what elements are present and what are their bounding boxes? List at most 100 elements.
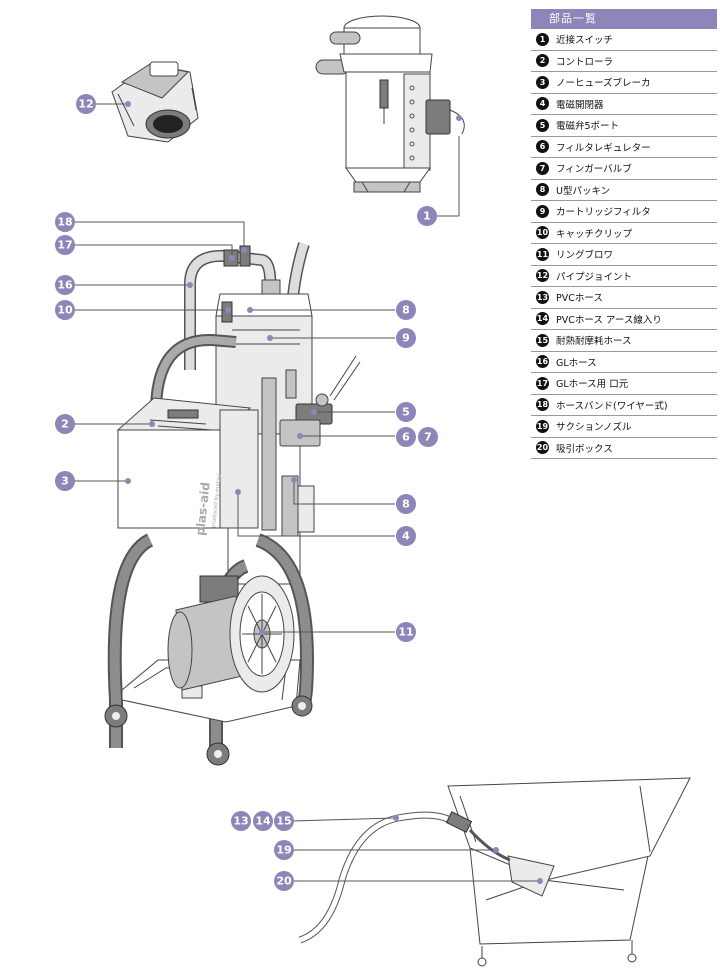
svg-text:20: 20 — [276, 875, 292, 888]
callout-6: 6 — [396, 427, 416, 447]
svg-text:7: 7 — [424, 431, 432, 444]
svg-text:14: 14 — [255, 815, 271, 828]
callout-5: 5 — [396, 402, 416, 422]
legend-item-number: 9 — [536, 204, 549, 218]
legend-item: 3 ノーヒューズブレーカ — [531, 72, 717, 94]
legend-item-number: 14 — [536, 312, 549, 326]
legend-item-number: 3 — [536, 75, 549, 89]
vacuum-loader-illustration: plas-aid produced by matsui — [104, 242, 361, 766]
legend-item-label: PVCホース — [556, 293, 603, 305]
legend-item-number: 18 — [536, 398, 549, 412]
callout-8-top: 8 — [396, 300, 416, 320]
svg-text:1: 1 — [423, 210, 431, 223]
callout-4: 4 — [396, 526, 416, 546]
pipe-joint-illustration — [111, 61, 199, 143]
callout-19: 19 — [274, 840, 294, 860]
callout-1: 1 — [417, 206, 437, 226]
legend-item: 18 ホースバンド(ワイヤー式) — [531, 395, 717, 416]
svg-text:8: 8 — [402, 304, 410, 317]
legend-item-label: PVCホース アース線入り — [556, 314, 662, 326]
legend-item-number: 7 — [536, 161, 549, 175]
callout-18: 18 — [55, 212, 75, 232]
legend-item-label: 近接スイッチ — [556, 35, 614, 47]
legend-item-label: 耐熱耐摩耗ホース — [556, 336, 632, 348]
callout-12: 12 — [76, 94, 96, 114]
callout-17: 17 — [55, 235, 75, 255]
legend-item-label: フィルタレギュレター — [556, 142, 651, 154]
callout-2: 2 — [55, 414, 75, 434]
legend-item-number: 8 — [536, 183, 549, 197]
legend-item: 19 サクションノズル — [531, 416, 717, 438]
leader-lines — [74, 101, 543, 884]
legend-item-label: コントローラ — [556, 56, 614, 68]
legend-item-label: リングブロワ — [556, 250, 614, 262]
legend-item-number: 17 — [536, 376, 549, 390]
callout-7: 7 — [418, 427, 438, 447]
svg-text:18: 18 — [57, 216, 72, 229]
callout-14: 14 — [253, 811, 273, 831]
svg-text:15: 15 — [276, 815, 291, 828]
legend-item: 20 吸引ボックス — [531, 438, 717, 459]
svg-text:17: 17 — [57, 239, 72, 252]
legend-item-label: 電磁開閉器 — [556, 99, 604, 111]
svg-text:3: 3 — [61, 475, 69, 488]
legend-item: 2 コントローラ — [531, 51, 717, 72]
legend-item-number: 5 — [536, 118, 549, 132]
legend-item-label: カートリッジフィルタ — [556, 207, 651, 219]
svg-text:8: 8 — [402, 498, 410, 511]
legend-item-label: サクションノズル — [556, 422, 632, 434]
legend-item-number: 11 — [536, 247, 549, 261]
legend-item-number: 15 — [536, 333, 549, 347]
legend-item-number: 10 — [536, 226, 549, 240]
callout-10: 10 — [55, 300, 75, 320]
legend-item: 14 PVCホース アース線入り — [531, 309, 717, 330]
legend-item-label: 吸引ボックス — [556, 443, 613, 455]
legend-item-label: ノーヒューズブレーカ — [556, 78, 651, 90]
brand-logo: plas-aid — [193, 481, 213, 536]
legend-item-number: 6 — [536, 140, 549, 154]
callout-13: 13 — [231, 811, 251, 831]
legend-item: 15 耐熱耐摩耗ホース — [531, 330, 717, 352]
svg-text:13: 13 — [233, 815, 248, 828]
suction-box-illustration — [298, 777, 691, 967]
callout-16: 16 — [55, 275, 75, 295]
callout-3: 3 — [55, 471, 75, 491]
callout-9: 9 — [396, 328, 416, 348]
legend-item-label: GLホース用 口元 — [556, 379, 629, 391]
callout-15: 15 — [274, 811, 294, 831]
legend-item-label: GLホース — [556, 357, 597, 369]
legend-item: 11 リングブロワ — [531, 244, 717, 266]
svg-text:10: 10 — [57, 304, 73, 317]
svg-text:4: 4 — [402, 530, 410, 543]
svg-text:2: 2 — [61, 418, 69, 431]
legend-item: 4 電磁開閉器 — [531, 94, 717, 115]
legend-item: 9 カートリッジフィルタ — [531, 201, 717, 223]
legend-item-number: 19 — [536, 419, 549, 433]
svg-text:19: 19 — [276, 844, 291, 857]
legend-item-label: ホースバンド(ワイヤー式) — [556, 400, 668, 412]
legend-item-number: 20 — [536, 441, 549, 455]
svg-text:9: 9 — [402, 332, 410, 345]
legend-item-number: 4 — [536, 97, 549, 111]
svg-text:6: 6 — [402, 431, 410, 444]
svg-text:16: 16 — [57, 279, 73, 292]
legend-item-label: 電磁弁5ポート — [556, 121, 620, 133]
legend-item: 17 GLホース用 口元 — [531, 373, 717, 395]
svg-text:12: 12 — [78, 98, 93, 111]
legend-item: 5 電磁弁5ポート — [531, 115, 717, 137]
callout-11: 11 — [396, 622, 416, 642]
legend-item-label: パイプジョイント — [556, 271, 633, 283]
legend-item-number: 2 — [536, 54, 549, 68]
svg-text:5: 5 — [402, 406, 410, 419]
callout-8-bottom: 8 — [396, 494, 416, 514]
legend-item: 6 フィルタレギュレター — [531, 137, 717, 158]
